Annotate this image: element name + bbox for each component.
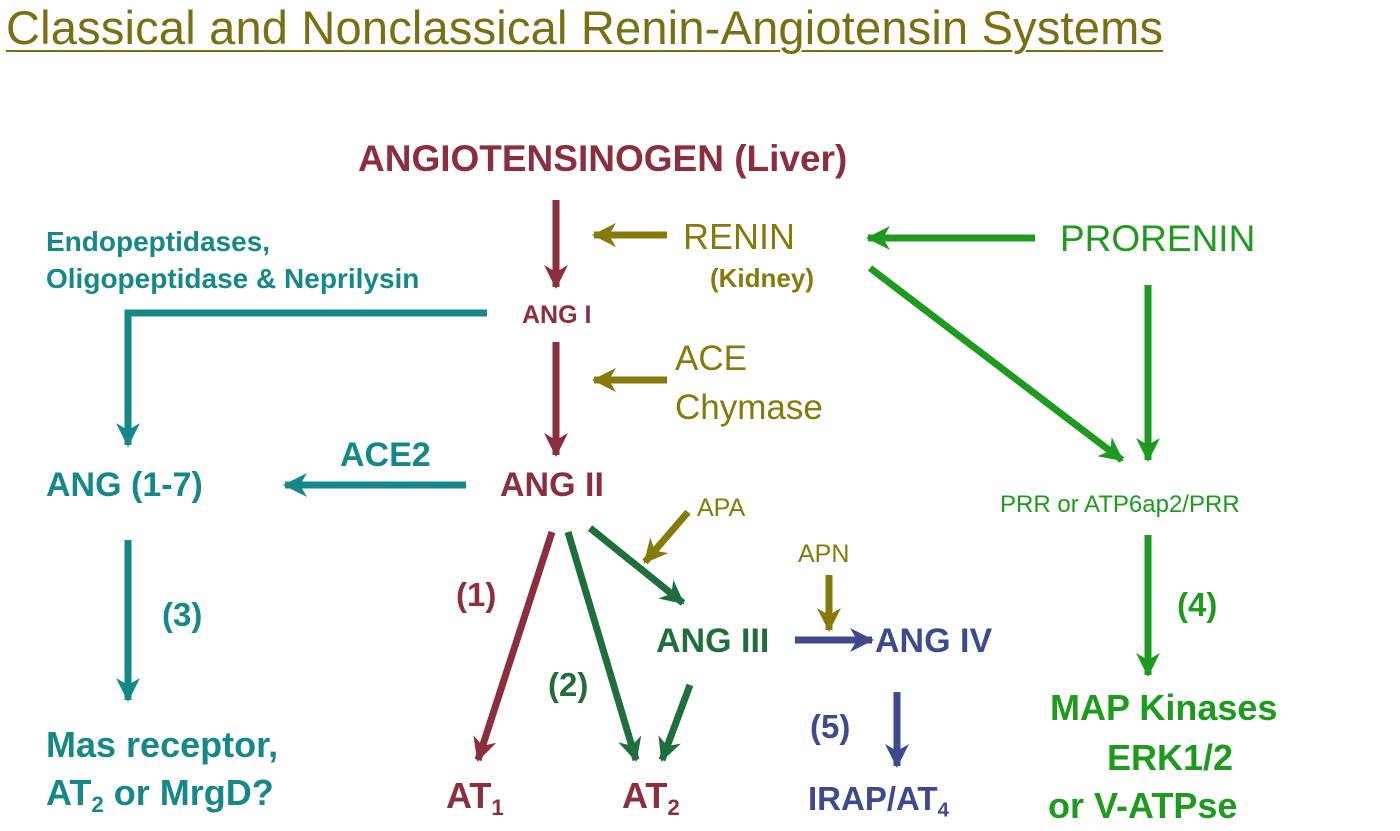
node-prr: PRR or ATP6ap2/PRR xyxy=(1000,491,1240,518)
node-mas-receptor-line1: Mas receptor, xyxy=(46,724,279,765)
arrow-apa-to-ang3 xyxy=(642,509,691,565)
pathway-4-label: (4) xyxy=(1177,586,1218,623)
at2-subscript: 2 xyxy=(667,795,680,821)
at2-text: AT xyxy=(622,775,668,816)
node-ang4: ANG IV xyxy=(875,622,993,660)
node-apn: APN xyxy=(798,540,850,568)
node-renin: RENIN xyxy=(683,216,796,257)
node-endopeptidases-line1: Endopeptidases, xyxy=(46,226,271,257)
mas-at-text: AT xyxy=(46,772,92,813)
arrow-ang2-to-ang3 xyxy=(587,525,686,606)
pathway-5-label: (5) xyxy=(810,708,851,745)
node-apa: APA xyxy=(697,494,746,522)
arrow-ang2-to-at1 xyxy=(473,530,556,762)
node-at1: AT1 xyxy=(446,775,504,819)
node-ang3: ANG III xyxy=(656,622,770,660)
arrow-ang2-to-at2 xyxy=(564,530,642,762)
mas-or-mrgd-text: or MrgD? xyxy=(103,772,274,813)
node-irap-at4: IRAP/AT4 xyxy=(808,780,949,820)
node-at2: AT2 xyxy=(622,775,680,819)
pathway-3-label: (3) xyxy=(162,596,203,633)
node-ang2: ANG II xyxy=(500,466,604,504)
at1-subscript: 1 xyxy=(491,795,504,821)
node-renin-source: (Kidney) xyxy=(710,263,814,293)
node-v-atpse: or V-ATPse xyxy=(1048,785,1238,826)
arrow-ang3-to-at2 xyxy=(658,683,694,762)
page-title: Classical and Nonclassical Renin-Angiote… xyxy=(6,1,1164,54)
node-map-kinases: MAP Kinases xyxy=(1050,687,1278,728)
irap-subscript: 4 xyxy=(937,798,949,822)
arrow-endopeptidases-to-ang17 xyxy=(116,309,487,447)
node-chymase: Chymase xyxy=(675,388,823,427)
node-prorenin: PRORENIN xyxy=(1060,218,1256,259)
node-endopeptidases-line2: Oligopeptidase & Neprilysin xyxy=(46,263,420,294)
node-ace2: ACE2 xyxy=(340,436,431,474)
node-ace: ACE xyxy=(675,339,747,378)
arrow-renin-to-prr xyxy=(867,265,1125,463)
node-ang17: ANG (1-7) xyxy=(46,466,203,504)
pathway-2-label: (2) xyxy=(548,666,589,703)
node-mas-receptor-line2: AT2 or MrgD? xyxy=(46,772,274,816)
node-ang1: ANG I xyxy=(522,301,592,329)
node-angiotensinogen: ANGIOTENSINOGEN (Liver) xyxy=(358,138,848,179)
at1-text: AT xyxy=(446,775,492,816)
irap-text: IRAP/AT xyxy=(808,780,938,817)
mas-at-subscript: 2 xyxy=(91,792,104,818)
pathway-1-label: (1) xyxy=(456,576,497,613)
node-erk12: ERK1/2 xyxy=(1107,737,1234,778)
